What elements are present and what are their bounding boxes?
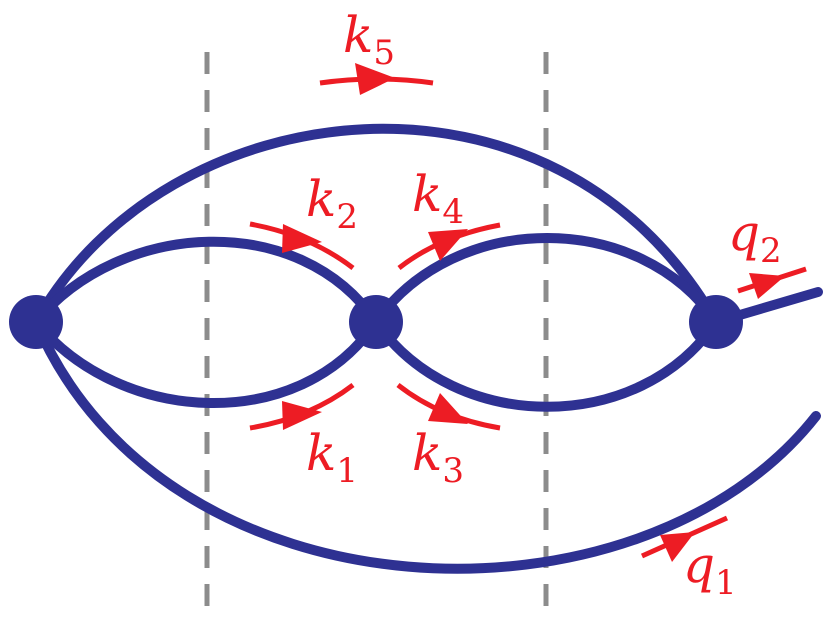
label-k1: k1 (306, 424, 358, 491)
momentum-arrow-q1 (640, 515, 729, 562)
propagator-k5 (31, 123, 721, 327)
momentum-arrow-k5 (319, 63, 434, 95)
momentum-arrow-k3 (396, 383, 501, 431)
propagator-k3 (371, 317, 721, 412)
momentum-arrow-k2 (249, 221, 355, 270)
momentum-arrow-k1 (249, 383, 355, 431)
label-k5: k5 (343, 6, 395, 73)
propagator-k2 (31, 236, 381, 327)
propagator-k4 (371, 233, 721, 327)
external-line-q1 (31, 317, 821, 574)
vertex-middle (349, 295, 403, 349)
momentum-arrow-q2 (737, 266, 807, 299)
vertex-left (9, 295, 63, 349)
propagator-k1 (31, 317, 381, 408)
vertex-right (689, 295, 743, 349)
label-q2: q2 (728, 204, 782, 271)
label-q1: q1 (683, 536, 737, 603)
momentum-arrow-k4 (397, 222, 501, 270)
label-k2: k2 (306, 170, 358, 237)
label-k3: k3 (412, 424, 464, 491)
label-k4: k4 (412, 165, 464, 232)
